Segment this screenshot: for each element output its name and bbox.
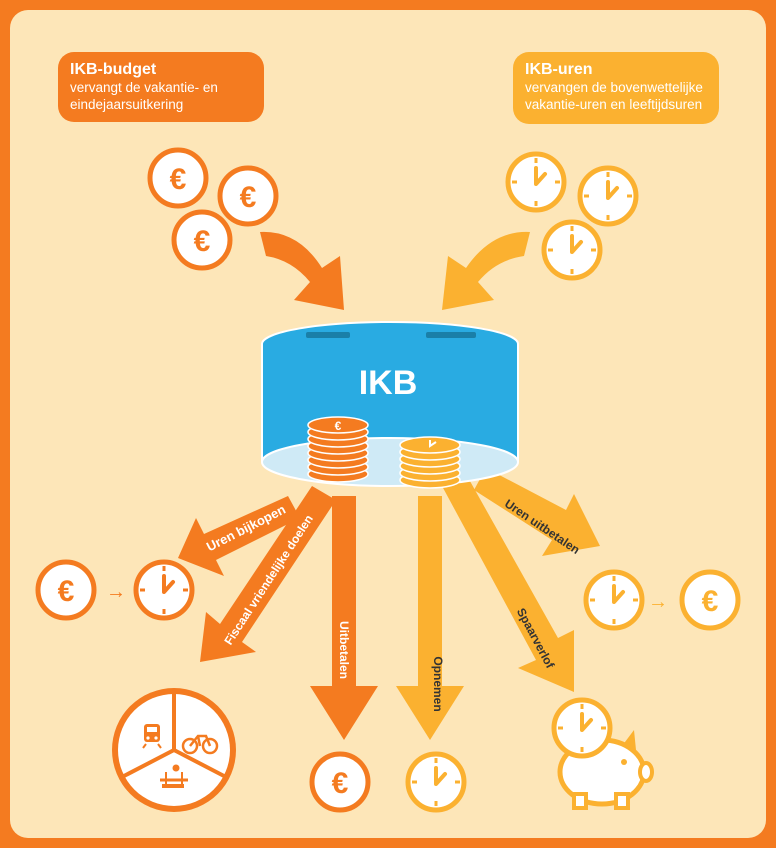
fiscal-goals-circle [112, 688, 236, 812]
euro-coin-icon: € [220, 168, 276, 224]
conversion-arrow: → [106, 581, 126, 603]
label-uitbetalen: Uitbetalen [337, 621, 351, 679]
svg-text:€: € [332, 767, 349, 800]
ikb-uren-subtitle-line2: vakantie-uren en leeftijdsuren [525, 97, 703, 112]
arrow-budget-in [260, 231, 344, 310]
arrow-uren-bijkopen [178, 496, 300, 576]
clock-icon [508, 154, 564, 210]
clock-icon [408, 754, 464, 810]
svg-text:€: € [170, 163, 187, 196]
clock-icon [580, 168, 636, 224]
ikb-logo: IKB [359, 364, 418, 402]
svg-text:€: € [240, 181, 257, 214]
euro-coin-icon: € [679, 569, 741, 631]
conversion-arrow: → [648, 591, 668, 613]
flow-diagram: € € € IKB [10, 10, 741, 838]
arrow-uren-uitbetalen [474, 468, 600, 556]
infographic-frame: IKB-budget vervangt de vakantie- en eind… [10, 10, 766, 838]
arrow-opnemen [396, 496, 464, 740]
clock-icon [136, 562, 192, 618]
ikb-budget-box: IKB-budget vervangt de vakantie- en eind… [58, 52, 264, 122]
arrow-uren-in [442, 231, 530, 310]
ikb-uren-subtitle-line1: vervangen de bovenwettelijke [525, 80, 703, 95]
arrow-spaarverlof [442, 474, 574, 692]
arrow-fiscaal [200, 486, 336, 662]
euro-coin-stack: € [307, 416, 369, 483]
ikb-budget-subtitle-line1: vervangt de vakantie- en [70, 80, 218, 95]
svg-text:€: € [58, 575, 75, 608]
clock-icon [554, 700, 610, 756]
gym-icon [160, 764, 188, 788]
clock-coin-stack [399, 436, 461, 489]
euro-coin-icon: € [150, 150, 206, 206]
ikb-uren-title: IKB-uren [525, 61, 593, 78]
euro-coin-icon: € [174, 212, 230, 268]
clock-icon [586, 572, 642, 628]
arrow-uitbetalen [310, 496, 378, 740]
label-opnemen: Opnemen [431, 656, 445, 711]
train-icon [142, 724, 162, 749]
ikb-pot: IKB [261, 321, 519, 487]
clock-icon [544, 222, 600, 278]
euro-coin-icon: € [312, 754, 368, 810]
ikb-budget-title: IKB-budget [70, 61, 157, 78]
svg-text:€: € [335, 419, 342, 433]
svg-text:€: € [702, 585, 719, 618]
bicycle-icon [181, 734, 219, 755]
ikb-uren-box: IKB-uren vervangen de bovenwettelijke va… [513, 52, 719, 124]
euro-coin-icon: € [38, 562, 94, 618]
ikb-budget-subtitle-line2: eindejaarsuitkering [70, 97, 184, 112]
svg-text:€: € [194, 225, 211, 258]
